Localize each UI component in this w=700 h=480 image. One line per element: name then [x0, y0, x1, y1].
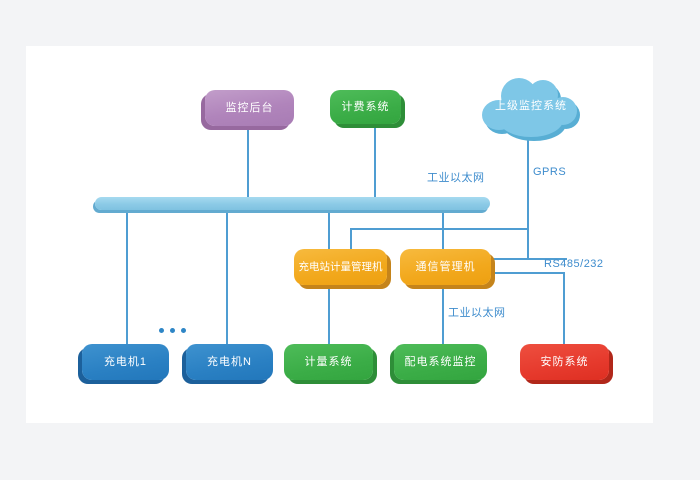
ellipsis-dots-icon [159, 328, 186, 333]
connector-comm-mgr-rs485-lower [490, 272, 563, 274]
node-comm-manager: 通信管理机 [400, 249, 491, 285]
label-industrial-ethernet-top: 工业以太网 [427, 172, 485, 184]
node-metering-system-label: 计量系统 [304, 355, 353, 368]
connector-cloud-gprs [527, 136, 529, 258]
cloud-icon [482, 78, 580, 141]
connector-comm-mgr-to-distribution [442, 286, 444, 344]
connector-bus-to-metering-mgr [328, 210, 330, 250]
node-security-system: 安防系统 [520, 344, 609, 380]
node-metering-system: 计量系统 [284, 344, 373, 380]
node-comm-manager-label: 通信管理机 [415, 260, 476, 273]
connector-bus-to-chargerN [226, 210, 228, 344]
connector-metering-mgr-to-metering-system [328, 286, 330, 344]
connector-rs485-to-security [563, 272, 565, 344]
connector-bus-to-charger1 [126, 210, 128, 344]
node-charger-1-label: 充电机1 [103, 355, 148, 368]
industrial-ethernet-bus [95, 197, 490, 210]
node-monitor-backend: 监控后台 [205, 90, 294, 126]
node-charger-1: 充电机1 [82, 344, 169, 380]
node-security-system-label: 安防系统 [540, 355, 589, 368]
connector-monitor-to-bus [247, 127, 249, 197]
node-charging-metering-manager: 充电站计量管理机 [294, 249, 387, 285]
node-billing-system: 计费系统 [330, 90, 401, 124]
connector-billing-to-bus [374, 125, 376, 197]
label-industrial-ethernet-mid: 工业以太网 [448, 307, 506, 319]
node-billing-system-label: 计费系统 [341, 100, 390, 113]
node-charger-n-label: 充电机N [207, 355, 252, 368]
node-monitor-backend-label: 监控后台 [225, 101, 274, 114]
connector-comm-mgr-rs485-upper [490, 258, 567, 260]
connector-gprs-branch-horizontal [350, 228, 527, 230]
node-charger-n: 充电机N [186, 344, 273, 380]
label-gprs: GPRS [533, 166, 567, 178]
node-upper-monitor-cloud: 上级监控系统 [476, 72, 586, 144]
node-distribution-monitor: 配电系统监控 [394, 344, 487, 380]
label-rs485-232: RS485/232 [544, 258, 604, 270]
node-charging-metering-manager-label: 充电站计量管理机 [298, 260, 383, 273]
node-distribution-monitor-label: 配电系统监控 [404, 355, 477, 368]
connector-bus-to-comm-mgr [442, 210, 444, 250]
node-upper-monitor-cloud-label: 上级监控系统 [495, 100, 567, 112]
connector-gprs-branch-stub [350, 228, 352, 250]
